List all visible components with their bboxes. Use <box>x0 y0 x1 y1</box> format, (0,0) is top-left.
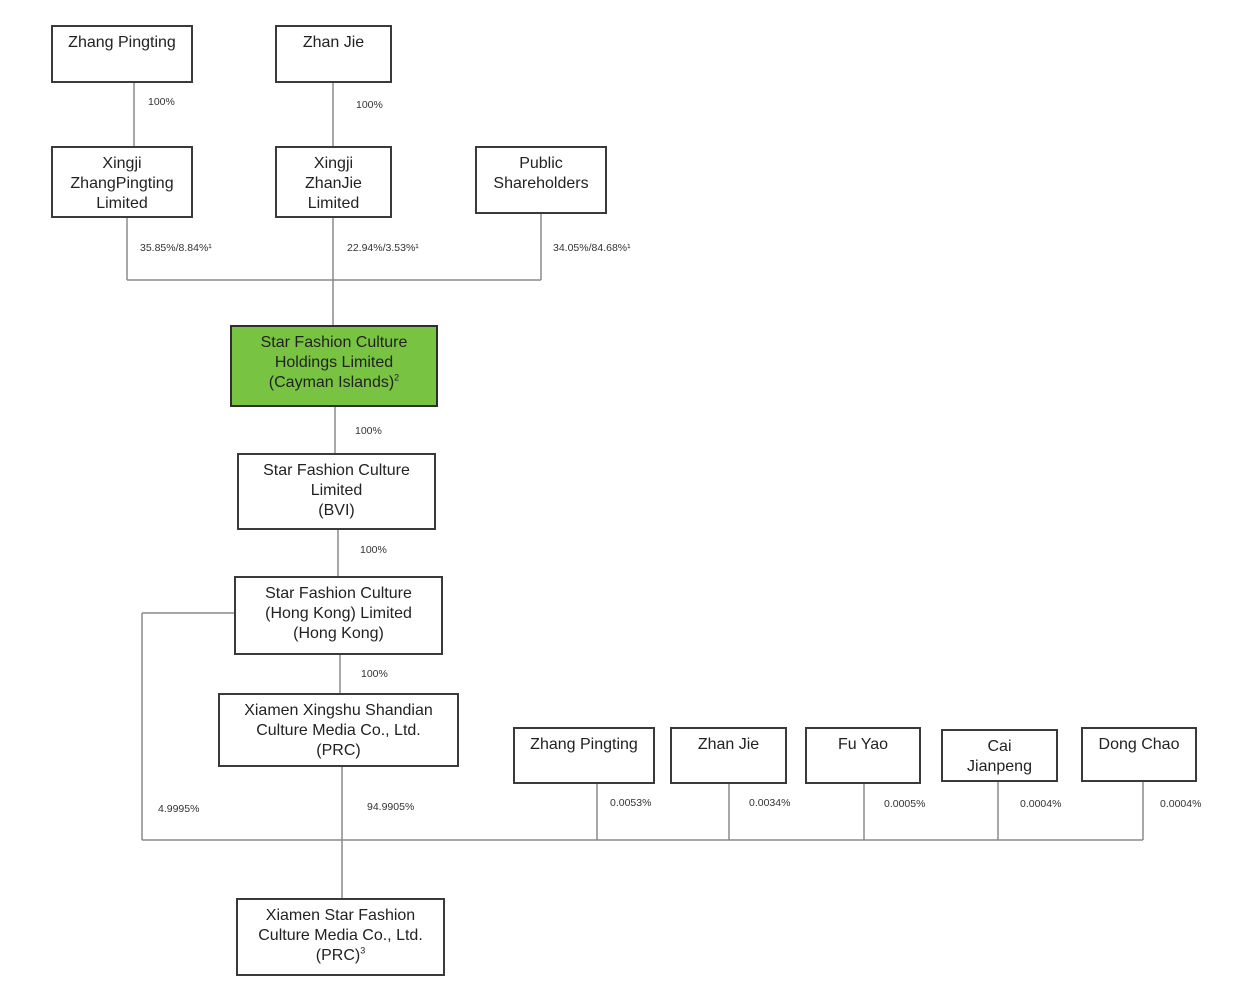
ownership-cai-star: 0.0004% <box>1020 798 1062 810</box>
entity-label: Dong Chao <box>1098 736 1180 753</box>
entity-label: Star Fashion Culture Holdings Limited (C… <box>261 333 408 393</box>
entity-hong-kong: Star Fashion Culture (Hong Kong) Limited… <box>234 576 443 655</box>
entity-zhan-jie-top: Zhan Jie <box>275 25 392 83</box>
entity-label: Cai Jianpeng <box>967 738 1032 775</box>
entity-name: Star Fashion Culture Holdings Limited (C… <box>260 334 408 391</box>
ownership-public-cayman: 34.05%/84.68%¹ <box>553 242 631 254</box>
ownership-bvi-hk: 100% <box>360 544 387 556</box>
entity-label: Xiamen Xingshu Shandian Culture Media Co… <box>244 702 433 759</box>
ownership-zhan-star: 0.0034% <box>749 797 791 809</box>
entity-zhan-jie-bottom: Zhan Jie <box>670 727 787 784</box>
entity-label: Zhan Jie <box>697 736 760 753</box>
entity-bvi: Star Fashion Culture Limited (BVI) <box>237 453 436 530</box>
entity-label: Zhang Pingting <box>68 34 176 51</box>
ownership-zhan-xingji: 100% <box>356 99 383 111</box>
entity-label: Star Fashion Culture Limited (BVI) <box>263 462 410 519</box>
entity-label: Zhang Pingting <box>530 736 638 753</box>
entity-public-shareholders: Public Shareholders <box>475 146 607 214</box>
ownership-hk-xingshu: 100% <box>361 668 388 680</box>
entity-zhang-pingting-bottom: Zhang Pingting <box>513 727 655 784</box>
entity-label: Xiamen Star Fashion Culture Media Co., L… <box>258 906 423 966</box>
entity-zhang-pingting-top: Zhang Pingting <box>51 25 193 83</box>
footnote-marker: 3 <box>360 945 366 956</box>
entity-label: Public Shareholders <box>493 155 589 192</box>
entity-cai-jianpeng: Cai Jianpeng <box>941 729 1058 782</box>
entity-xiamen-xingshu: Xiamen Xingshu Shandian Culture Media Co… <box>218 693 459 767</box>
entity-xiamen-star-fashion: Xiamen Star Fashion Culture Media Co., L… <box>236 898 445 976</box>
ownership-xingshu-star: 94.9905% <box>367 801 415 813</box>
ownership-zhang-xingji: 100% <box>148 96 175 108</box>
entity-name: Xiamen Star Fashion Culture Media Co., L… <box>258 907 423 964</box>
entity-label: Zhan Jie <box>302 34 365 51</box>
ownership-xingji-zhang-cayman: 35.85%/8.84%¹ <box>140 242 212 254</box>
entity-label: Xingji ZhangPingting Limited <box>70 155 174 212</box>
ownership-xingji-zhan-cayman: 22.94%/3.53%¹ <box>347 242 419 254</box>
entity-xingji-zhangpingting: Xingji ZhangPingting Limited <box>51 146 193 218</box>
entity-fu-yao: Fu Yao <box>805 727 921 784</box>
ownership-cayman-bvi: 100% <box>355 425 382 437</box>
ownership-zhang-star: 0.0053% <box>610 797 652 809</box>
entity-xingji-zhanjie: Xingji ZhanJie Limited <box>275 146 392 218</box>
entity-cayman-holdings: Star Fashion Culture Holdings Limited (C… <box>230 325 438 407</box>
entity-label: Xingji ZhanJie Limited <box>305 155 362 212</box>
entity-dong-chao: Dong Chao <box>1081 727 1197 782</box>
entity-label: Fu Yao <box>837 736 889 753</box>
ownership-fu-star: 0.0005% <box>884 798 926 810</box>
ownership-hk-star: 4.9995% <box>158 803 200 815</box>
footnote-marker: 2 <box>394 372 400 383</box>
entity-label: Star Fashion Culture (Hong Kong) Limited… <box>265 585 412 642</box>
ownership-dong-star: 0.0004% <box>1160 798 1202 810</box>
